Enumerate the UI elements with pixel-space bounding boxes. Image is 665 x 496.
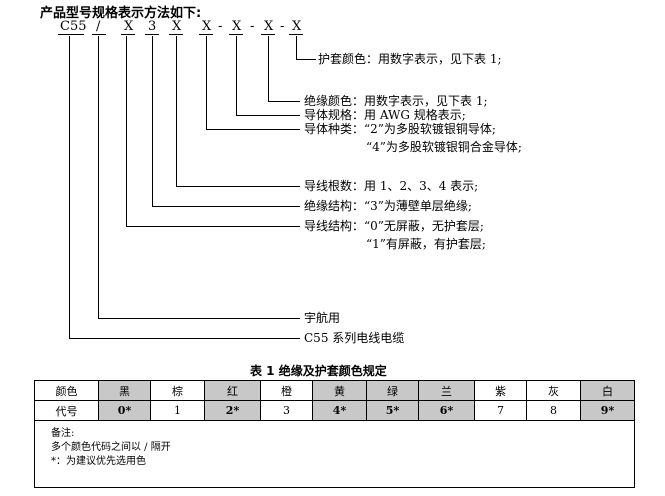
- desc-wire-structure-1: “1”有屏蔽，有护套层;: [366, 237, 486, 251]
- code-structure: X: [124, 19, 134, 34]
- table-row-codes: 代号 0* 1 2* 3 4* 5* 6* 7 8 9*: [34, 400, 635, 421]
- page-heading: 产品型号规格表示方法如下:: [40, 6, 202, 21]
- code-insul-color: X: [264, 19, 274, 34]
- color-cell: 绿: [366, 380, 419, 401]
- leader-wire-structure: [126, 36, 300, 227]
- leader-gauge: [236, 36, 300, 116]
- code-underline: [58, 34, 84, 35]
- code-cell: 6*: [418, 400, 475, 421]
- desc-insulation-type: 绝缘结构：“3”为薄壁单层绝缘;: [304, 199, 472, 213]
- code-cell: 0*: [98, 400, 151, 421]
- code-conductor: X: [202, 19, 212, 34]
- leader-aerospace: [98, 36, 300, 319]
- leader-jacket-color: [296, 36, 316, 60]
- code-cell: 7: [474, 400, 527, 421]
- code-slash: /: [96, 19, 101, 34]
- note-preferred: *：为建议优先选用色: [51, 456, 146, 467]
- desc-series: C55 系列电线电缆: [304, 331, 405, 345]
- code-gauge: X: [232, 19, 242, 34]
- code-series: C55: [60, 19, 87, 34]
- code-dash-1: -: [218, 19, 223, 34]
- leader-series: [69, 36, 300, 339]
- code-jacket-color: X: [292, 19, 302, 34]
- table-row-colors: 颜色 黑 棕 红 橙 黄 绿 兰 紫 灰 白: [34, 380, 635, 401]
- color-cell: 兰: [418, 380, 475, 401]
- code-underline: [289, 34, 303, 35]
- desc-conductor-type: 导体种类：“2”为多股软镀银铜导体;: [304, 122, 496, 136]
- desc-aerospace: 宇航用: [304, 311, 341, 325]
- table-title: 表 1 绝缘及护套颜色规定: [250, 364, 387, 378]
- code-underline: [169, 34, 183, 35]
- color-cell: 棕: [150, 380, 205, 401]
- code-cell: 2*: [204, 400, 261, 421]
- desc-jacket-color: 护套颜色：用数字表示，见下表 1;: [318, 52, 502, 66]
- leader-wire-count: [176, 36, 300, 187]
- code-underline: [145, 34, 159, 35]
- desc-insulation-color: 绝缘颜色：用数字表示，见下表 1;: [304, 94, 488, 108]
- desc-conductor-gauge: 导体规格：用 AWG 规格表示;: [304, 108, 466, 122]
- code-cell: 9*: [580, 400, 635, 421]
- code-dash-3: -: [280, 19, 285, 34]
- code-underline: [92, 34, 106, 35]
- color-cell: 黄: [312, 380, 367, 401]
- notes-cell: 备注: 多个颜色代码之间以 / 隔开 *：为建议优先选用色: [34, 420, 635, 488]
- color-cell: 紫: [474, 380, 527, 401]
- table-row-notes: 备注: 多个颜色代码之间以 / 隔开 *：为建议优先选用色: [34, 420, 635, 488]
- color-cell: 白: [580, 380, 635, 401]
- leader-insulation-type: [152, 36, 300, 207]
- leader-insulation-color: [268, 36, 300, 102]
- note-title: 备注:: [51, 428, 75, 439]
- leader-conductor-type: [206, 36, 300, 130]
- desc-conductor-type-4: “4”为多股软镀银铜合金导体;: [366, 140, 522, 154]
- code-cell: 1: [150, 400, 205, 421]
- color-cell: 灰: [526, 380, 581, 401]
- color-cell: 黑: [98, 380, 151, 401]
- code-cell: 8: [526, 400, 581, 421]
- color-cell: 红: [204, 380, 261, 401]
- color-cell: 橙: [260, 380, 313, 401]
- code-underline: [199, 34, 213, 35]
- code-dash-2: -: [250, 19, 255, 34]
- code-underline: [229, 34, 243, 35]
- code-underline: [261, 34, 275, 35]
- code-cell: 4*: [312, 400, 367, 421]
- desc-wire-count: 导线根数：用 1、2、3、4 表示;: [304, 179, 479, 193]
- code-insulation: 3: [148, 19, 157, 34]
- code-cell: 5*: [366, 400, 419, 421]
- row-header-color: 颜色: [34, 380, 99, 401]
- desc-wire-structure: 导线结构：“0”无屏蔽，无护套层;: [304, 219, 484, 233]
- code-wire-count: X: [172, 19, 182, 34]
- color-code-table: 颜色 黑 棕 红 橙 黄 绿 兰 紫 灰 白 代号 0* 1 2* 3 4* 5…: [34, 380, 635, 488]
- code-cell: 3: [260, 400, 313, 421]
- note-separator: 多个颜色代码之间以 / 隔开: [51, 442, 171, 453]
- code-underline: [121, 34, 135, 35]
- row-header-code: 代号: [34, 400, 99, 421]
